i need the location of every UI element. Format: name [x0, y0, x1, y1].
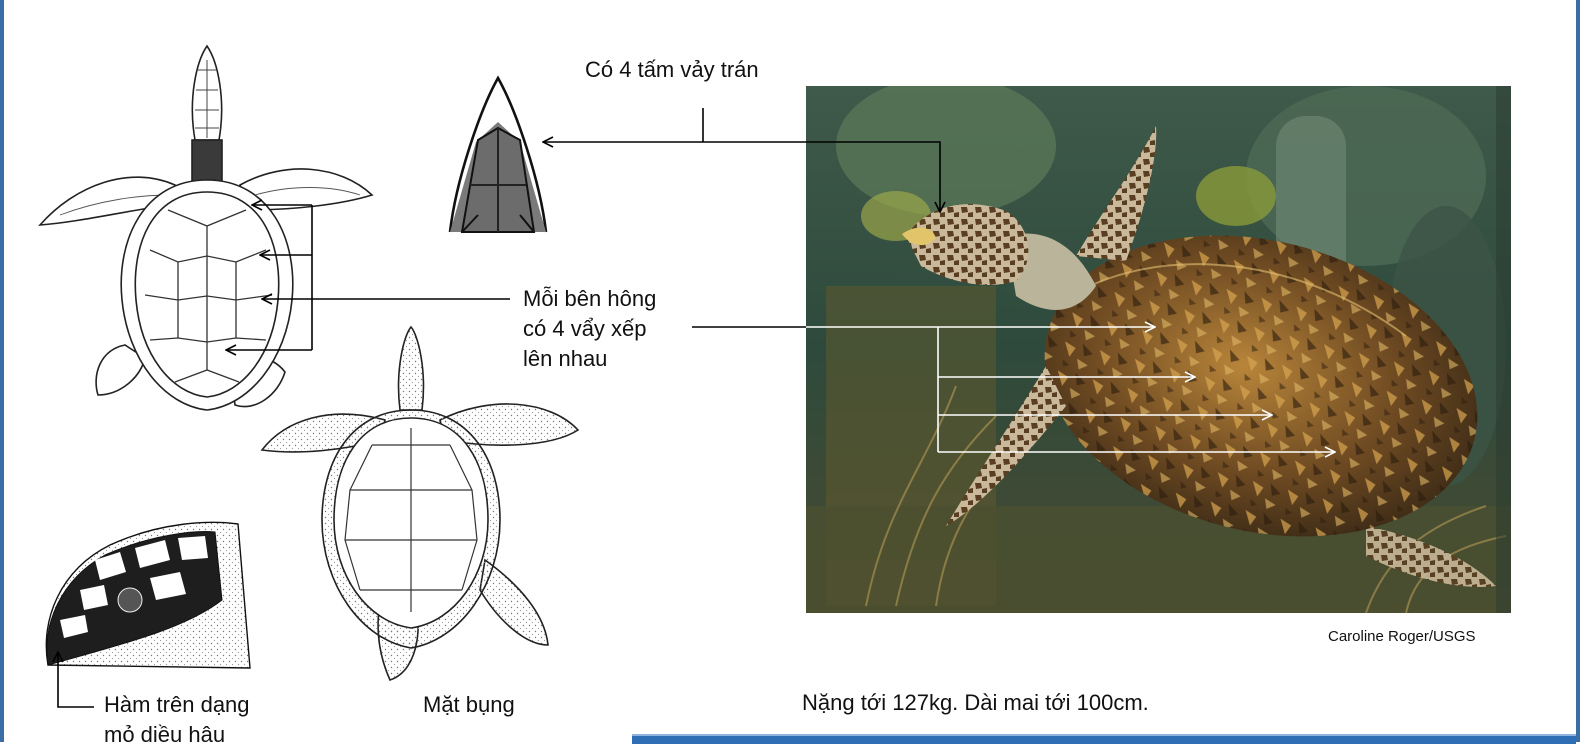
beak-label-line1: Hàm trên dạng	[104, 690, 250, 719]
frontal-scales-drawing	[450, 78, 546, 232]
size-caption: Nặng tới 127kg. Dài mai tới 100cm.	[802, 688, 1149, 717]
photo-credit: Caroline Roger/USGS	[1328, 622, 1476, 651]
lateral-scales-label-line3: lên nhau	[523, 344, 607, 373]
turtle-ventral-drawing	[262, 327, 578, 680]
frontal-scales-connector	[543, 108, 940, 212]
turtle-dorsal-drawing	[40, 46, 372, 410]
plastron-label: Mặt bụng	[423, 690, 515, 719]
frontal-scales-label: Có 4 tấm vảy trán	[585, 55, 759, 84]
lateral-scales-label-line1: Mỗi bên hông	[523, 284, 656, 313]
bottom-bar	[632, 734, 1576, 744]
lateral-scales-label-line2: có 4 vẩy xếp	[523, 314, 647, 343]
lateral-scales-photo-arrows	[692, 327, 1335, 452]
beak-label-line2: mỏ diều hâu	[104, 720, 225, 749]
turtle-head-drawing	[46, 522, 250, 668]
